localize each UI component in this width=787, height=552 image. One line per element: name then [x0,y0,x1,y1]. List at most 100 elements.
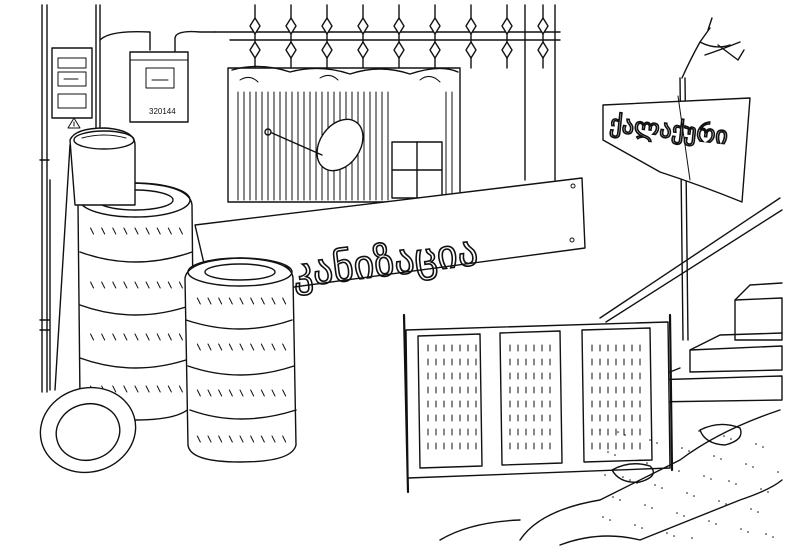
ground-dot [651,507,653,509]
tire-tread [123,281,128,289]
tire-tread [207,435,212,443]
ground-dot [730,438,732,440]
tire-tread [271,435,276,443]
ground-dot [641,527,643,529]
corrugated-gate [227,65,461,203]
ground-dot [693,495,695,497]
tire-tread [156,281,161,289]
lying-tire [39,386,137,474]
tire-tread [156,385,161,393]
tire-tread [207,389,212,397]
picket-diamond [321,41,333,59]
tire-tread [260,343,265,351]
ground-dot [619,499,621,501]
tire-tread [90,227,95,235]
picket-diamond [429,17,441,35]
picket-diamond [393,41,405,59]
picket-diamond [393,17,405,35]
tire-tread [134,227,139,235]
rolled-tire-upright [49,127,136,391]
tire-tread [178,227,183,235]
ground-dot [629,479,631,481]
picket-diamond [249,17,261,35]
ground-dot [723,435,725,437]
ground-dot [678,470,680,472]
tire-tread [271,297,276,305]
picket-diamond [465,41,477,59]
ground-dot [622,476,624,478]
ground-dot [710,478,712,480]
ground-path [439,409,783,546]
ground-dot [656,442,658,444]
tire-tread [196,343,201,351]
ground-dot [666,532,668,534]
ground-dot [639,459,641,461]
ground-dot [683,515,685,517]
tire-tread [123,333,128,341]
ground-dot [757,511,759,513]
satellite-dish [264,118,364,172]
tire-tread [112,227,117,235]
tire-tread [90,281,95,289]
picket-diamond [285,17,297,35]
tire-tread [178,281,183,289]
tire-tread [196,297,201,305]
ground-dot [624,434,626,436]
tire-tread [112,281,117,289]
ground-dot [646,462,648,464]
tire-tread [196,435,201,443]
tire-tread [167,281,172,289]
tire-tread [218,297,223,305]
tire-tread [207,343,212,351]
ground-dot [634,524,636,526]
tire-tread [260,435,265,443]
ground-dot [747,531,749,533]
tire-tread [282,343,287,351]
ground-dot [718,500,720,502]
ground-dot [728,480,730,482]
tire-tread [145,281,150,289]
ground-dot [649,439,651,441]
ground-dot [752,466,754,468]
left-wall [39,4,216,393]
meter-reading-text: 320144 [149,107,176,116]
tire-tread [101,333,106,341]
tire-tread [239,343,244,351]
tire-tread [167,333,172,341]
ground-dot [740,528,742,530]
ground-dot [636,482,638,484]
tire-tread [101,227,106,235]
tire-tread [90,333,95,341]
ground-dot [735,483,737,485]
street-sign-pole: ქალაქური [602,17,751,341]
picket-diamond [249,41,261,59]
ground-dot [612,496,614,498]
ground-dot [720,458,722,460]
ground-dot [681,447,683,449]
tire-tread [112,385,117,393]
tire-tread [112,333,117,341]
ground-dot [698,430,700,432]
tire-stack-left [77,182,195,421]
tire-tread [228,297,233,305]
picket-diamond [321,17,333,35]
ground-dot [750,508,752,510]
ground-dot [760,488,762,490]
tire-tread [228,389,233,397]
tire-tread [228,343,233,351]
tire-tread [196,389,201,397]
tire-tread [239,389,244,397]
tire-tread [178,333,183,341]
tire-tread [218,435,223,443]
ground-dot [654,484,656,486]
ground-dot [725,503,727,505]
tire-tread [134,281,139,289]
ground-dot [755,443,757,445]
tire-tread [282,297,287,305]
tire-tread [250,389,255,397]
tire-tread [134,333,139,341]
picket-diamond [465,17,477,35]
tire-tread [178,385,183,393]
ground-dot [644,504,646,506]
ground-dot [703,475,705,477]
